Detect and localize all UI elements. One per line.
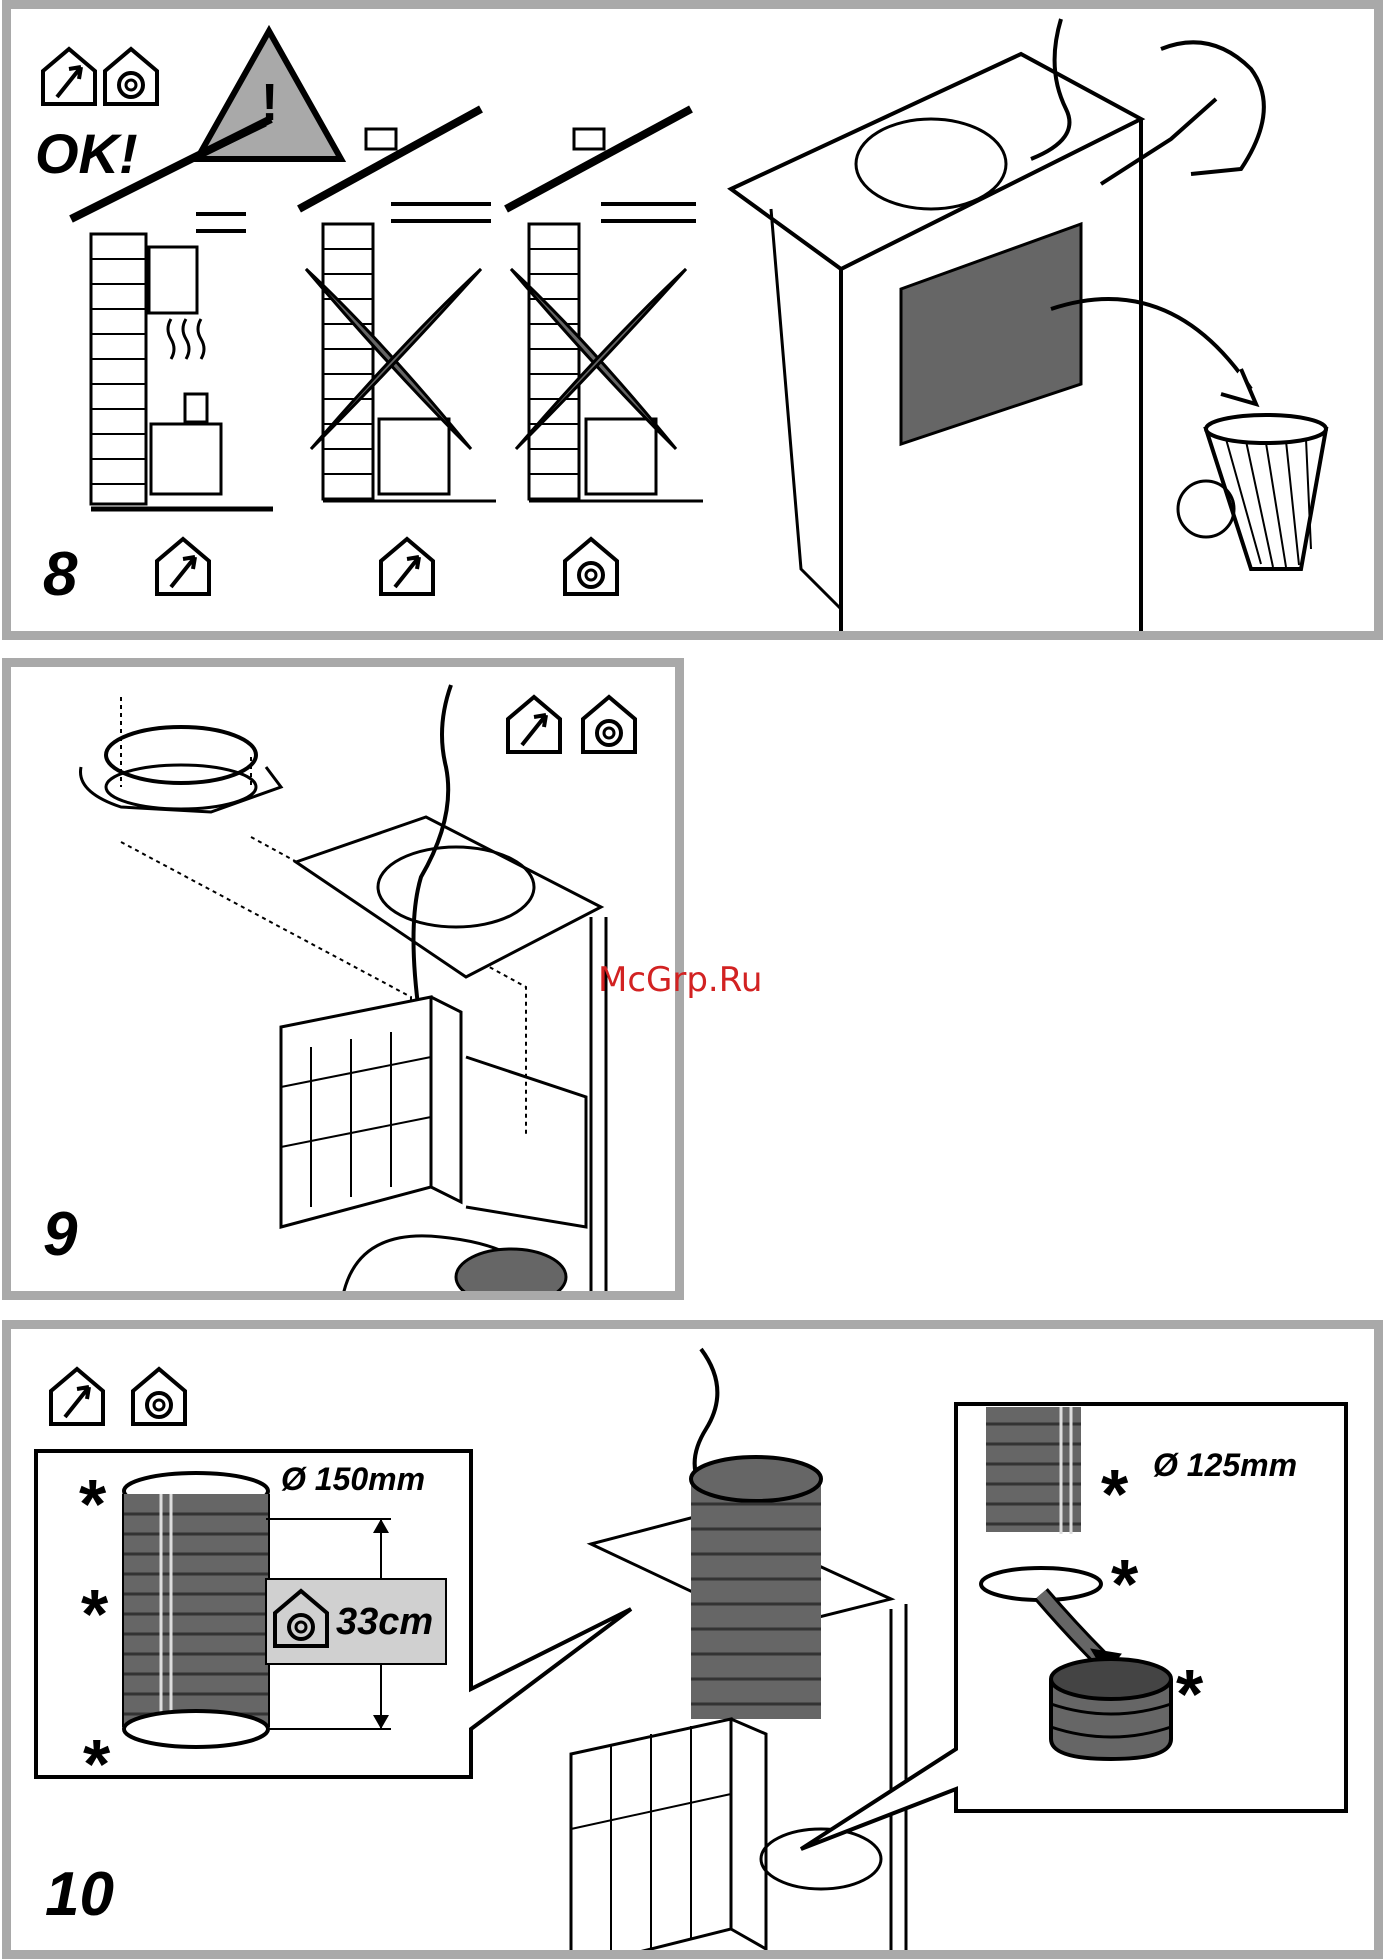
house-arrow-out-icon xyxy=(51,1369,103,1424)
house-spiral-icon xyxy=(583,697,635,752)
step-8-illustration xyxy=(11,9,1383,640)
step-8-number: 8 xyxy=(43,539,77,610)
house-spiral-icon xyxy=(133,1369,185,1424)
ok-label: OK! xyxy=(35,121,138,186)
asterisk-mark: * xyxy=(81,1579,108,1649)
asterisk-mark: * xyxy=(79,1469,106,1539)
step-9-illustration xyxy=(11,667,684,1300)
duct-150mm-callout xyxy=(36,1451,631,1777)
asterisk-mark: * xyxy=(1176,1659,1203,1729)
house-spiral-icon xyxy=(105,49,157,104)
hood-with-duct-drawing xyxy=(571,1349,906,1959)
length-33cm-label: 33cm xyxy=(336,1601,433,1644)
diameter-125-label: Ø 125mm xyxy=(1153,1447,1297,1484)
step-9-number: 9 xyxy=(43,1199,77,1270)
step-9-panel: 9 xyxy=(2,658,684,1300)
house-spiral-icon xyxy=(565,539,617,594)
house-arrow-out-icon xyxy=(43,49,95,104)
asterisk-mark: * xyxy=(1111,1549,1138,1619)
asterisk-mark: * xyxy=(83,1729,110,1799)
asterisk-mark: * xyxy=(1101,1459,1128,1529)
step-10-number: 10 xyxy=(45,1859,114,1930)
house-arrow-out-icon xyxy=(508,697,560,752)
watermark: McGrp.Ru xyxy=(598,960,762,1000)
diameter-150-label: Ø 150mm xyxy=(281,1461,425,1498)
house-arrow-out-icon xyxy=(381,539,433,594)
step-8-panel: OK! ! 8 xyxy=(2,0,1383,640)
house-arrow-out-icon xyxy=(157,539,209,594)
house-recirculation-crossed-drawing xyxy=(506,109,703,501)
warning-exclamation: ! xyxy=(261,73,278,133)
hood-cutout-drawing xyxy=(731,19,1326,640)
house-chimney-crossed-drawing xyxy=(299,109,496,501)
step-10-panel: * * * Ø 150mm 33cm * * * Ø 125mm 10 xyxy=(2,1320,1383,1959)
collar-and-hood-drawing xyxy=(81,685,607,1300)
step-10-illustration xyxy=(11,1329,1383,1959)
